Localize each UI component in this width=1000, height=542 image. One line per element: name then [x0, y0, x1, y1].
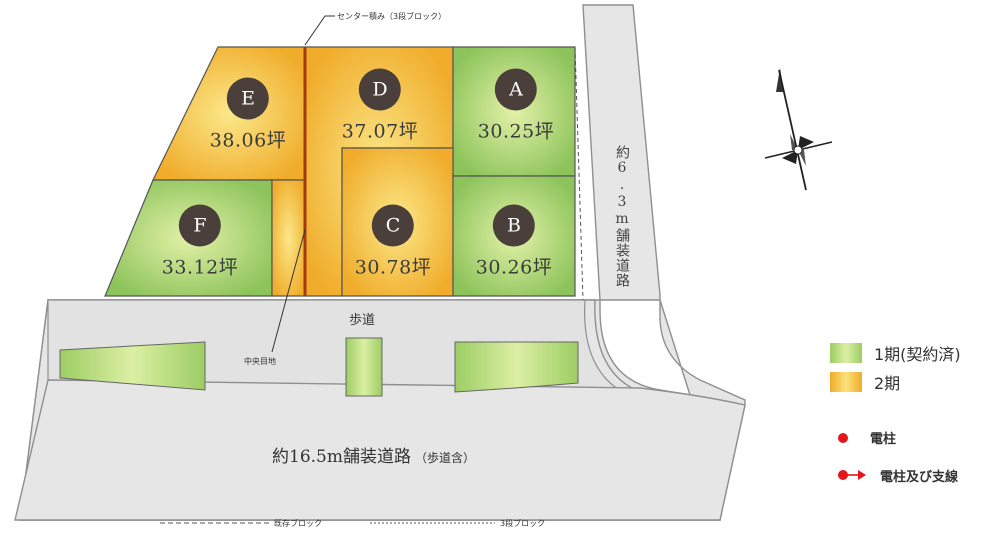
lot-C-letter: C: [372, 204, 414, 247]
side-road-label: 約6.3m舗装道路: [614, 145, 630, 288]
compass-icon: [764, 68, 833, 191]
lot-C-label: C 30.78坪: [354, 204, 432, 280]
three-block-key-label: 3段ブロック: [500, 519, 546, 528]
lot-A-area: 30.25坪: [477, 120, 555, 143]
existing-block-key-label: 既存ブロック: [274, 519, 322, 528]
lot-E-area: 38.06坪: [209, 129, 287, 152]
lot-D-label: D 37.07坪: [341, 68, 419, 144]
phase2-label: 2期: [874, 374, 901, 393]
lot-E-label: E 38.06坪: [209, 77, 287, 153]
phase1-label: 1期(契約済): [874, 345, 961, 364]
lot-F-label: F 33.12坪: [161, 204, 239, 280]
top-note-leader: [304, 15, 335, 46]
existing-block-line: [218, 46, 584, 301]
pole-label: 電柱: [870, 432, 897, 447]
lot-B-label: B 30.26坪: [475, 204, 553, 280]
main-road-name: 約16.5m舗装道路: [272, 447, 411, 467]
lot-D-letter: D: [359, 68, 401, 111]
lot-A-letter: A: [495, 68, 537, 111]
pole-icon: [838, 432, 848, 443]
lot-E-letter: E: [227, 77, 269, 120]
main-road-label: 約16.5m舗装道路（歩道含）: [272, 442, 475, 467]
side-road: [582, 4, 661, 301]
legend-phase1: 1期(契約済): [830, 341, 961, 365]
pole-wire-label: 電柱及び支線: [880, 470, 959, 485]
main-road-surface: [14, 379, 746, 521]
lot-B-area: 30.26坪: [475, 256, 553, 279]
phase1-swatch: [830, 343, 862, 363]
center-wall-note: センター積み（3段ブロック）: [337, 12, 447, 21]
phase2-swatch: [830, 372, 862, 392]
lot-A-label: A 30.25坪: [477, 68, 555, 144]
median-leader: [271, 229, 306, 353]
planter-right: [454, 341, 579, 393]
lot-F-strip: [271, 179, 306, 297]
planter-center: [345, 337, 383, 397]
planter-left: [59, 341, 206, 391]
lot-B-letter: B: [493, 204, 535, 247]
legend-phase2: 2期: [830, 370, 900, 394]
legend-pole: 電柱: [838, 428, 896, 447]
sidewalk-label: 歩道: [349, 313, 376, 328]
main-road-note: （歩道含）: [414, 451, 475, 465]
lot-F-area: 33.12坪: [161, 256, 239, 279]
median-note: 中央目地: [244, 357, 276, 366]
lot-F-letter: F: [179, 204, 221, 247]
lot-D-area: 37.07坪: [341, 120, 419, 143]
legend-pole-wire: 電柱及び支線: [880, 466, 958, 485]
lot-C-area: 30.78坪: [354, 256, 432, 279]
pole-wire-arrow-icon: [838, 470, 866, 480]
